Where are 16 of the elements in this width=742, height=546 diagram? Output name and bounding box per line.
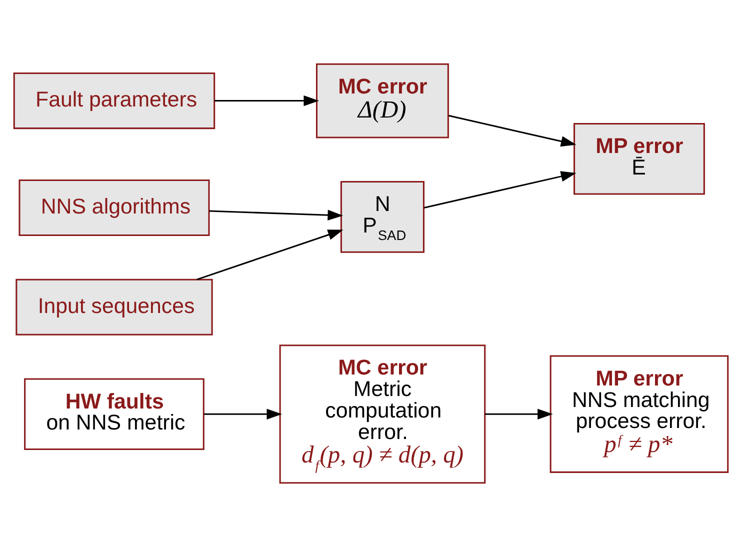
node-box: N P$_{SAD}$ <box>340 180 424 252</box>
arrow <box>209 209 344 220</box>
arrow <box>424 170 576 208</box>
arrow <box>214 94 320 106</box>
arrow <box>204 408 282 419</box>
arrow <box>448 114 576 146</box>
node-box: HW faults on NNS metric <box>24 378 204 450</box>
node-box: MC error Δ(D) <box>316 62 449 138</box>
node-box: Input sequences <box>16 278 213 335</box>
node-box: MP error Ē <box>574 122 705 194</box>
arrow <box>196 229 344 280</box>
node-box: MC error Metric computation error. d$_{f}$(p, q) ≠ d(p, q) <box>279 344 486 484</box>
node-box: Fault parameters <box>13 72 216 129</box>
node-box: NNS algorithms <box>18 179 210 236</box>
arrow <box>484 408 553 419</box>
node-box: MP error NNS matching process error. p$^{f}$ ≠ p* <box>550 354 729 472</box>
